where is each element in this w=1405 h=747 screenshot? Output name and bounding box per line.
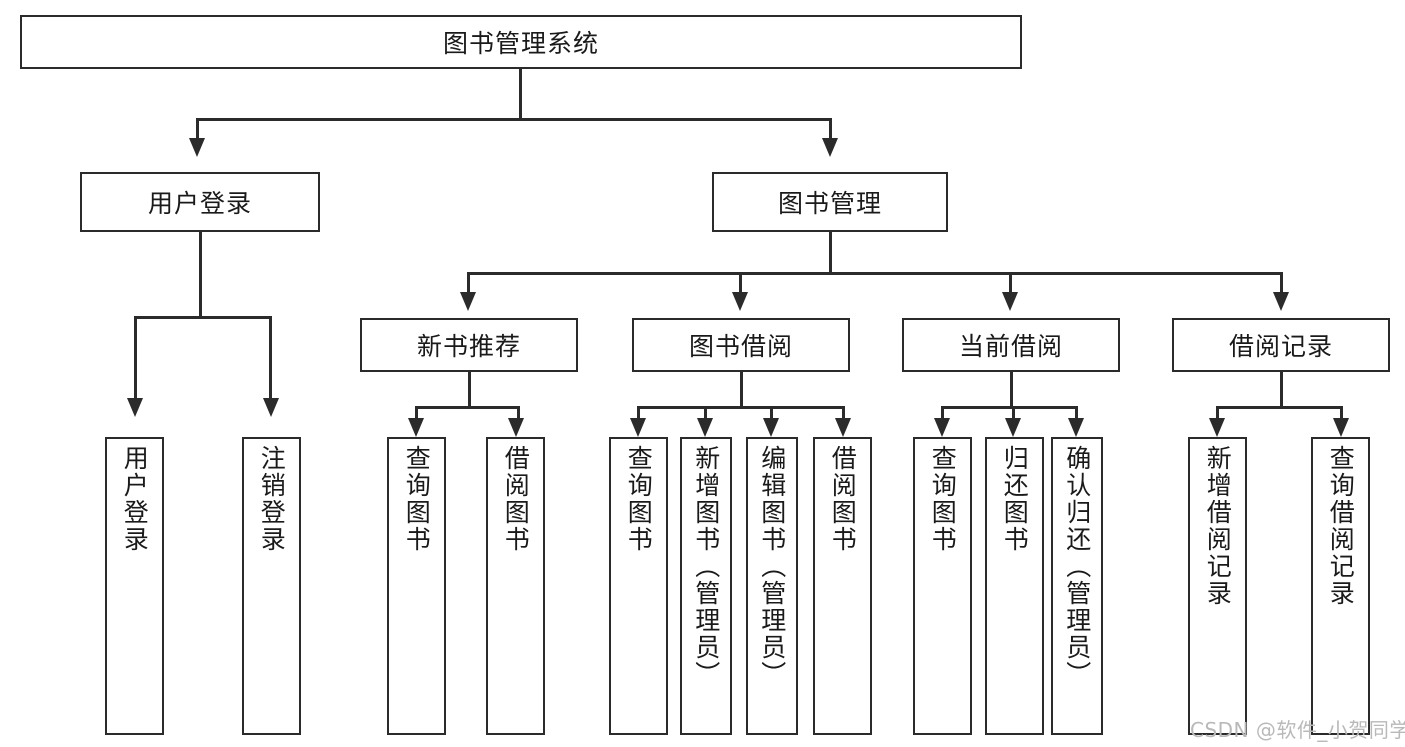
node-book-borrow-label: 图书借阅 — [688, 332, 793, 361]
arrow-leaf-query-borrow-record — [1333, 418, 1349, 437]
connector-borrowrecord-drop-2 — [1340, 406, 1343, 420]
connector-bookborrow-drop-3 — [770, 406, 773, 420]
connector-userlogin-drop-2 — [269, 316, 272, 400]
arrow-leaf-edit-book — [763, 418, 779, 437]
connector-userlogin-trunk — [199, 232, 202, 316]
leaf-borrow-book-borrow-label: 借阅图书 — [828, 445, 858, 553]
connector-currentborrow-drop-3 — [1075, 406, 1078, 420]
connector-newbook-drop-1 — [415, 406, 418, 420]
leaf-confirm-return-admin-label: 确认归还（管理员） — [1062, 445, 1092, 688]
connector-bookborrow-drop-2 — [704, 406, 707, 420]
connector-currentborrow-trunk — [1010, 372, 1013, 406]
leaf-user-logout-label: 注销登录 — [257, 445, 287, 553]
leaf-query-borrow-record-label: 查询借阅记录 — [1326, 445, 1356, 607]
connector-root-trunk — [519, 69, 522, 118]
connector-root-to-user-login — [196, 118, 199, 141]
connector-currentborrow-bus — [941, 406, 1078, 409]
arrow-to-user-login — [189, 138, 205, 157]
arrow-leaf-user-logout — [263, 398, 279, 417]
leaf-add-book-admin[interactable]: 新增图书（管理员） — [680, 437, 732, 735]
connector-newbook-drop-2 — [517, 406, 520, 420]
arrow-leaf-query-book-2 — [630, 418, 646, 437]
node-user-login-label: 用户登录 — [147, 189, 252, 218]
connector-root-bus — [196, 118, 832, 121]
leaf-borrow-book-newbook-label: 借阅图书 — [501, 445, 531, 553]
connector-bookmgmt-drop-2 — [739, 272, 742, 294]
connector-userlogin-bus — [134, 316, 272, 319]
connector-bookborrow-drop-1 — [637, 406, 640, 420]
connector-newbook-trunk — [468, 372, 471, 406]
leaf-query-book-current-label: 查询图书 — [928, 445, 958, 553]
connector-newbook-bus — [415, 406, 520, 409]
leaf-return-book-label: 归还图书 — [1000, 445, 1030, 553]
node-root-system-label: 图书管理系统 — [442, 29, 599, 58]
connector-userlogin-drop-1 — [134, 316, 137, 400]
connector-borrowrecord-drop-1 — [1216, 406, 1219, 420]
arrow-leaf-user-login — [127, 398, 143, 417]
leaf-edit-book-admin-label: 编辑图书（管理员） — [757, 445, 787, 688]
connector-bookmgmt-trunk — [829, 232, 832, 272]
leaf-query-book-current[interactable]: 查询图书 — [913, 437, 972, 735]
arrow-leaf-add-borrow-record — [1209, 418, 1225, 437]
arrow-to-new-book-rec — [460, 292, 476, 311]
leaf-confirm-return-admin[interactable]: 确认归还（管理员） — [1051, 437, 1103, 735]
leaf-query-book-borrow-label: 查询图书 — [624, 445, 654, 553]
node-borrow-record-label: 借阅记录 — [1228, 332, 1333, 361]
node-new-book-recommend-label: 新书推荐 — [416, 332, 521, 361]
leaf-user-login-label: 用户登录 — [120, 445, 150, 553]
arrow-leaf-query-book-1 — [408, 418, 424, 437]
node-borrow-record[interactable]: 借阅记录 — [1172, 318, 1390, 372]
connector-borrowrecord-bus — [1216, 406, 1343, 409]
node-book-management-label: 图书管理 — [777, 189, 882, 218]
leaf-return-book[interactable]: 归还图书 — [985, 437, 1044, 735]
arrow-leaf-confirm-return — [1068, 418, 1084, 437]
node-current-borrow[interactable]: 当前借阅 — [902, 318, 1120, 372]
leaf-add-book-admin-label: 新增图书（管理员） — [691, 445, 721, 688]
arrow-leaf-borrow-book-2 — [835, 418, 851, 437]
leaf-query-book-newbook[interactable]: 查询图书 — [387, 437, 446, 735]
arrow-to-book-mgmt — [822, 138, 838, 157]
arrow-leaf-borrow-book-1 — [508, 418, 524, 437]
leaf-add-borrow-record-label: 新增借阅记录 — [1203, 445, 1233, 607]
leaf-user-logout[interactable]: 注销登录 — [242, 437, 301, 735]
connector-bookborrow-bus — [637, 406, 845, 409]
leaf-query-book-newbook-label: 查询图书 — [402, 445, 432, 553]
connector-bookmgmt-drop-3 — [1009, 272, 1012, 294]
arrow-leaf-add-book — [697, 418, 713, 437]
leaf-borrow-book-borrow[interactable]: 借阅图书 — [813, 437, 872, 735]
leaf-query-borrow-record[interactable]: 查询借阅记录 — [1311, 437, 1370, 735]
arrow-leaf-return-book — [1005, 418, 1021, 437]
connector-root-to-book-mgmt — [829, 118, 832, 141]
leaf-edit-book-admin[interactable]: 编辑图书（管理员） — [746, 437, 798, 735]
leaf-add-borrow-record[interactable]: 新增借阅记录 — [1188, 437, 1247, 735]
connector-currentborrow-drop-2 — [1012, 406, 1015, 420]
arrow-to-current-borrow — [1002, 292, 1018, 311]
connector-currentborrow-drop-1 — [941, 406, 944, 420]
arrow-to-book-borrow — [732, 292, 748, 311]
connector-borrowrecord-trunk — [1280, 372, 1283, 406]
connector-bookmgmt-drop-4 — [1280, 272, 1283, 294]
leaf-borrow-book-newbook[interactable]: 借阅图书 — [486, 437, 545, 735]
leaf-user-login[interactable]: 用户登录 — [105, 437, 164, 735]
leaf-query-book-borrow[interactable]: 查询图书 — [609, 437, 668, 735]
connector-bookborrow-drop-4 — [842, 406, 845, 420]
node-root-system[interactable]: 图书管理系统 — [20, 15, 1022, 69]
node-book-management[interactable]: 图书管理 — [712, 172, 948, 232]
node-user-login[interactable]: 用户登录 — [80, 172, 320, 232]
arrow-to-borrow-record — [1273, 292, 1289, 311]
node-current-borrow-label: 当前借阅 — [958, 332, 1063, 361]
arrow-leaf-query-book-3 — [934, 418, 950, 437]
connector-bookmgmt-bus — [467, 272, 1283, 275]
node-new-book-recommend[interactable]: 新书推荐 — [360, 318, 578, 372]
connector-bookborrow-trunk — [740, 372, 743, 406]
connector-bookmgmt-drop-1 — [467, 272, 470, 294]
node-book-borrow[interactable]: 图书借阅 — [632, 318, 850, 372]
